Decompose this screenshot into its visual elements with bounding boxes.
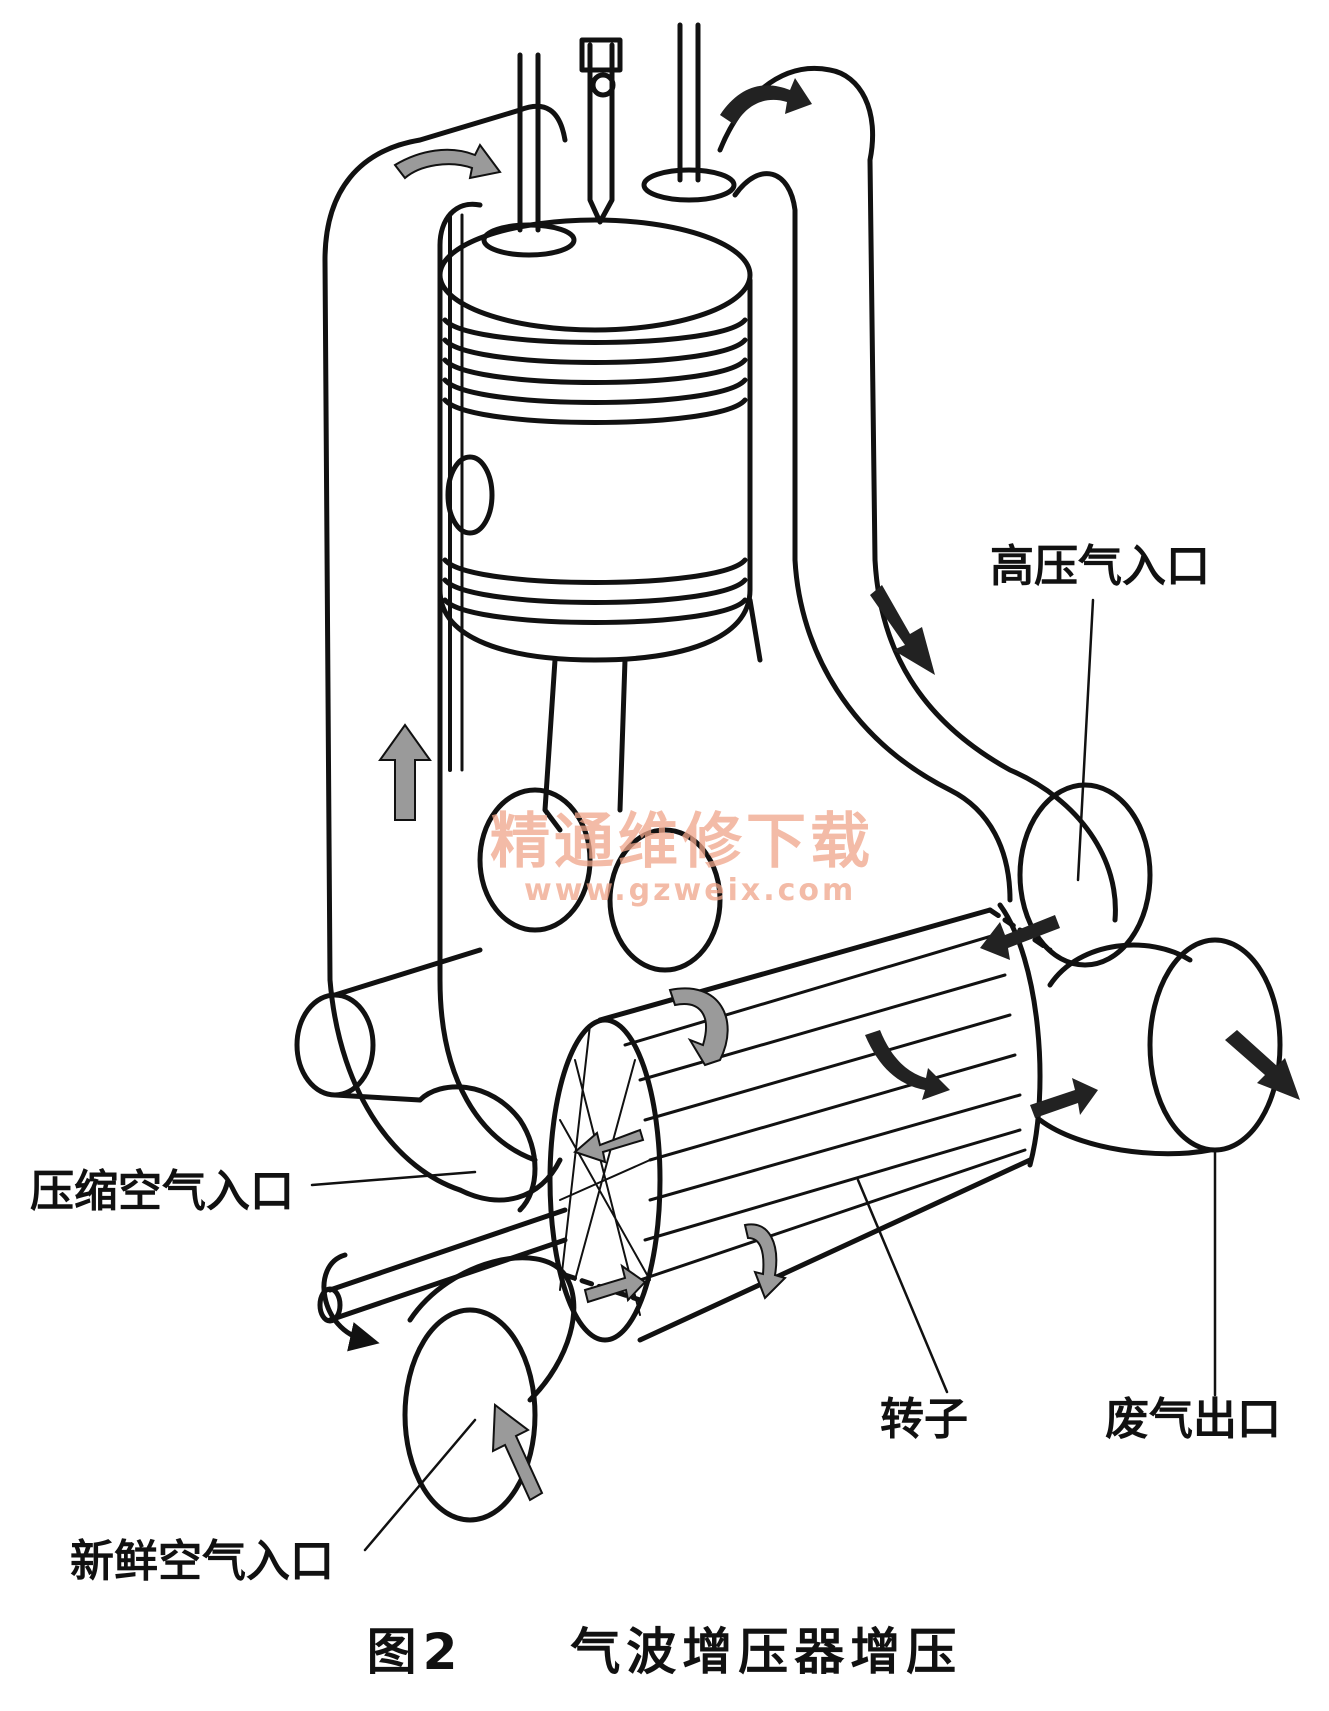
arrow-rotor-gray-2 (743, 1223, 787, 1300)
arrow-up-intake (378, 723, 432, 821)
arrow-down-exhaust (870, 585, 935, 675)
arrow-into-rotor (980, 915, 1060, 960)
watermark-title: 精通维修下载 (490, 807, 874, 877)
figure-title: 气波增压器增压 (570, 1623, 963, 1681)
arrow-rotor-rotation (865, 1030, 950, 1100)
arrow-out-rotor (1030, 1078, 1098, 1118)
rotor-drum (547, 902, 1043, 1343)
label-rotor: 转子 (880, 1394, 968, 1445)
arrow-fresh-air (491, 1403, 544, 1502)
flow-arrows (378, 78, 1300, 1502)
watermark-url: www.gzweix.com (524, 873, 857, 908)
label-exhaust-outlet: 废气出口 (1105, 1394, 1281, 1445)
arrow-top-intake (393, 143, 502, 180)
leader-lines (310, 598, 1217, 1552)
crankshaft (294, 657, 723, 1103)
arrow-exhaust-out (1225, 1030, 1300, 1100)
valves-and-spark-plug (481, 22, 737, 258)
intake-duct (322, 103, 568, 1193)
figure-caption: 图2 气波增压器增压 (0, 1612, 1329, 1684)
label-fresh-air-inlet: 新鲜空气入口 (70, 1536, 334, 1587)
label-high-pressure-inlet: 高压气入口 (990, 541, 1210, 592)
arrow-top-exhaust (720, 78, 812, 125)
arrow-rotor-gray-1 (668, 987, 729, 1067)
compressed-air-scroll (417, 1084, 563, 1213)
figure-number: 图2 (366, 1623, 464, 1681)
piston-cylinder (437, 217, 763, 663)
arrow-rotor-inner (583, 1263, 647, 1304)
arrow-rotor-inner-2 (573, 1128, 645, 1164)
label-compressed-air-inlet: 压缩空气入口 (30, 1166, 294, 1217)
